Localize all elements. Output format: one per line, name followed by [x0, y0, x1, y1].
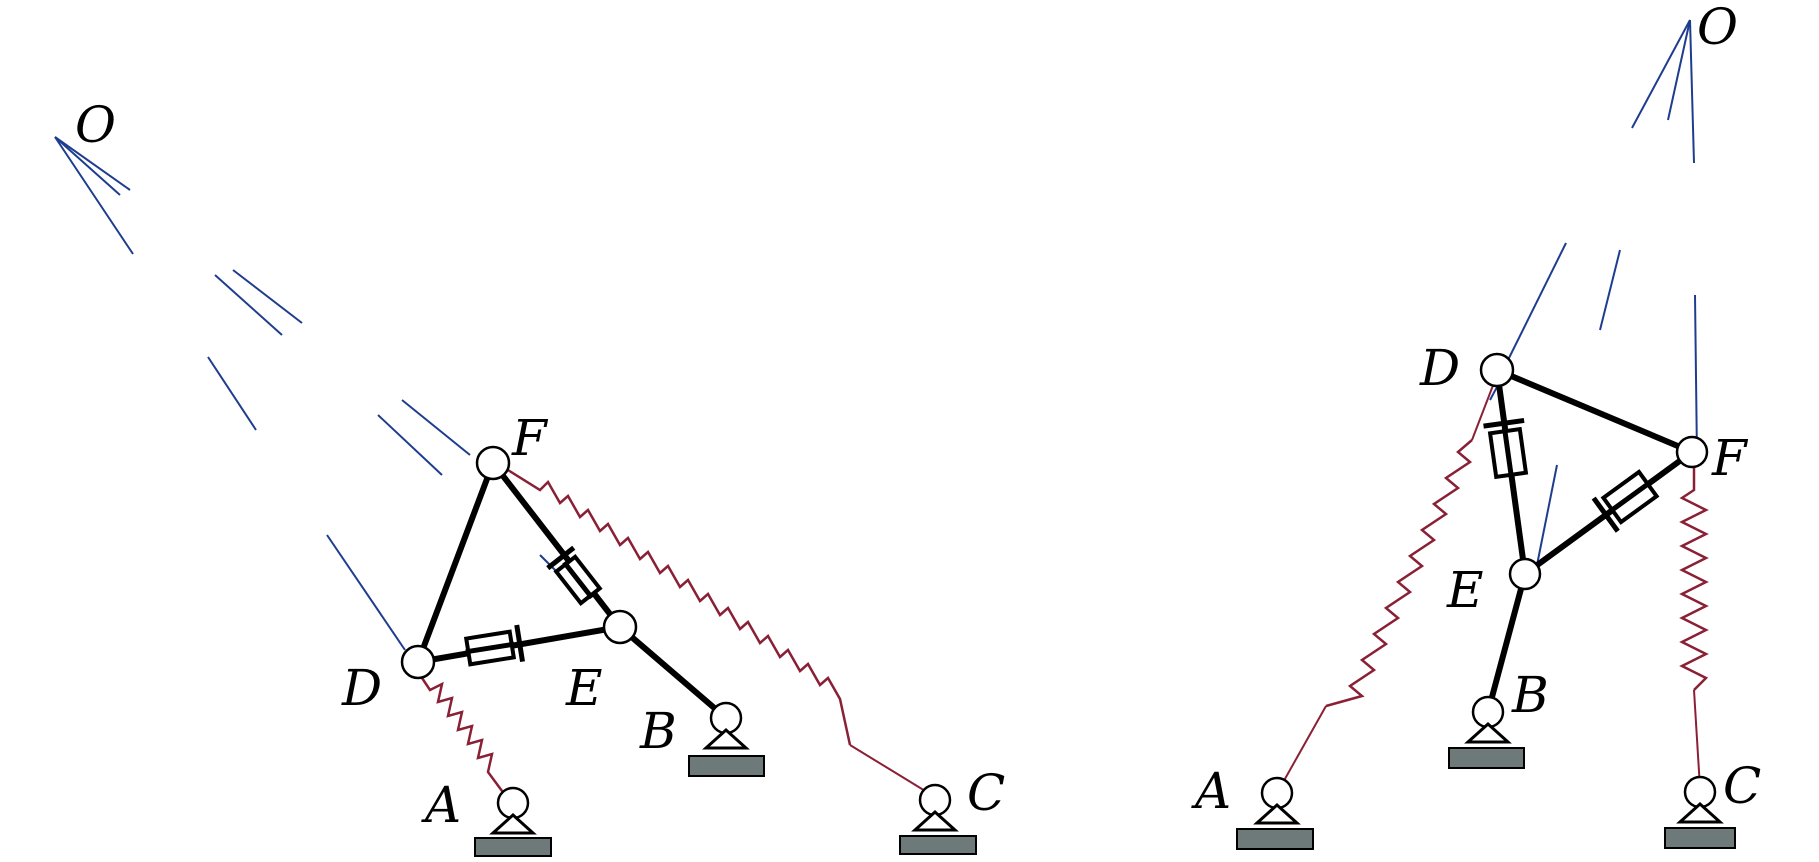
left-construction-lines [54, 136, 576, 651]
left-figure: O F D E B A C [54, 96, 1005, 857]
left-actuator-DE [463, 624, 525, 667]
left-spring-FC [494, 460, 852, 746]
left-spring-DA [416, 671, 507, 796]
right-spring-DA [1325, 439, 1473, 708]
left-joint-F [475, 445, 511, 481]
right-actuator-DE [1483, 417, 1529, 480]
left-joint-E [602, 609, 638, 645]
right-construction-lines [1489, 19, 1698, 571]
left-actuator-FE [546, 545, 603, 606]
right-label-E: E [1446, 561, 1484, 619]
left-support-A [474, 786, 552, 857]
left-link-FE [490, 460, 623, 630]
right-label-D: D [1419, 339, 1460, 397]
right-label-B: B [1511, 666, 1549, 724]
right-label-F: F [1711, 429, 1749, 487]
left-link-FD [415, 460, 496, 665]
left-label-F: F [511, 409, 549, 467]
left-label-C: C [967, 764, 1005, 822]
left-link-EB [617, 624, 729, 721]
left-label-A: A [421, 776, 461, 834]
right-link-DF [1494, 367, 1695, 455]
right-joint-E [1508, 557, 1542, 591]
left-label-B: B [639, 702, 677, 760]
left-label-D: D [341, 659, 382, 717]
right-link-FE [1522, 449, 1695, 577]
right-support-A [1236, 776, 1314, 850]
right-label-O: O [1697, 0, 1738, 56]
right-joint-D [1479, 352, 1515, 388]
left-joint-D [400, 644, 436, 680]
right-figure: O D F E B A C [1191, 0, 1761, 850]
right-support-B [1448, 695, 1525, 769]
right-label-A: A [1191, 762, 1231, 820]
left-support-C [899, 783, 977, 855]
right-link-EB [1485, 571, 1528, 715]
right-joint-F [1675, 435, 1709, 469]
right-actuator-FE [1591, 469, 1660, 533]
left-support-B [688, 701, 765, 777]
right-spring-FC [1679, 460, 1709, 691]
right-label-C: C [1723, 757, 1761, 815]
left-label-O: O [75, 96, 116, 154]
left-label-E: E [565, 659, 603, 717]
right-support-C [1664, 775, 1736, 849]
